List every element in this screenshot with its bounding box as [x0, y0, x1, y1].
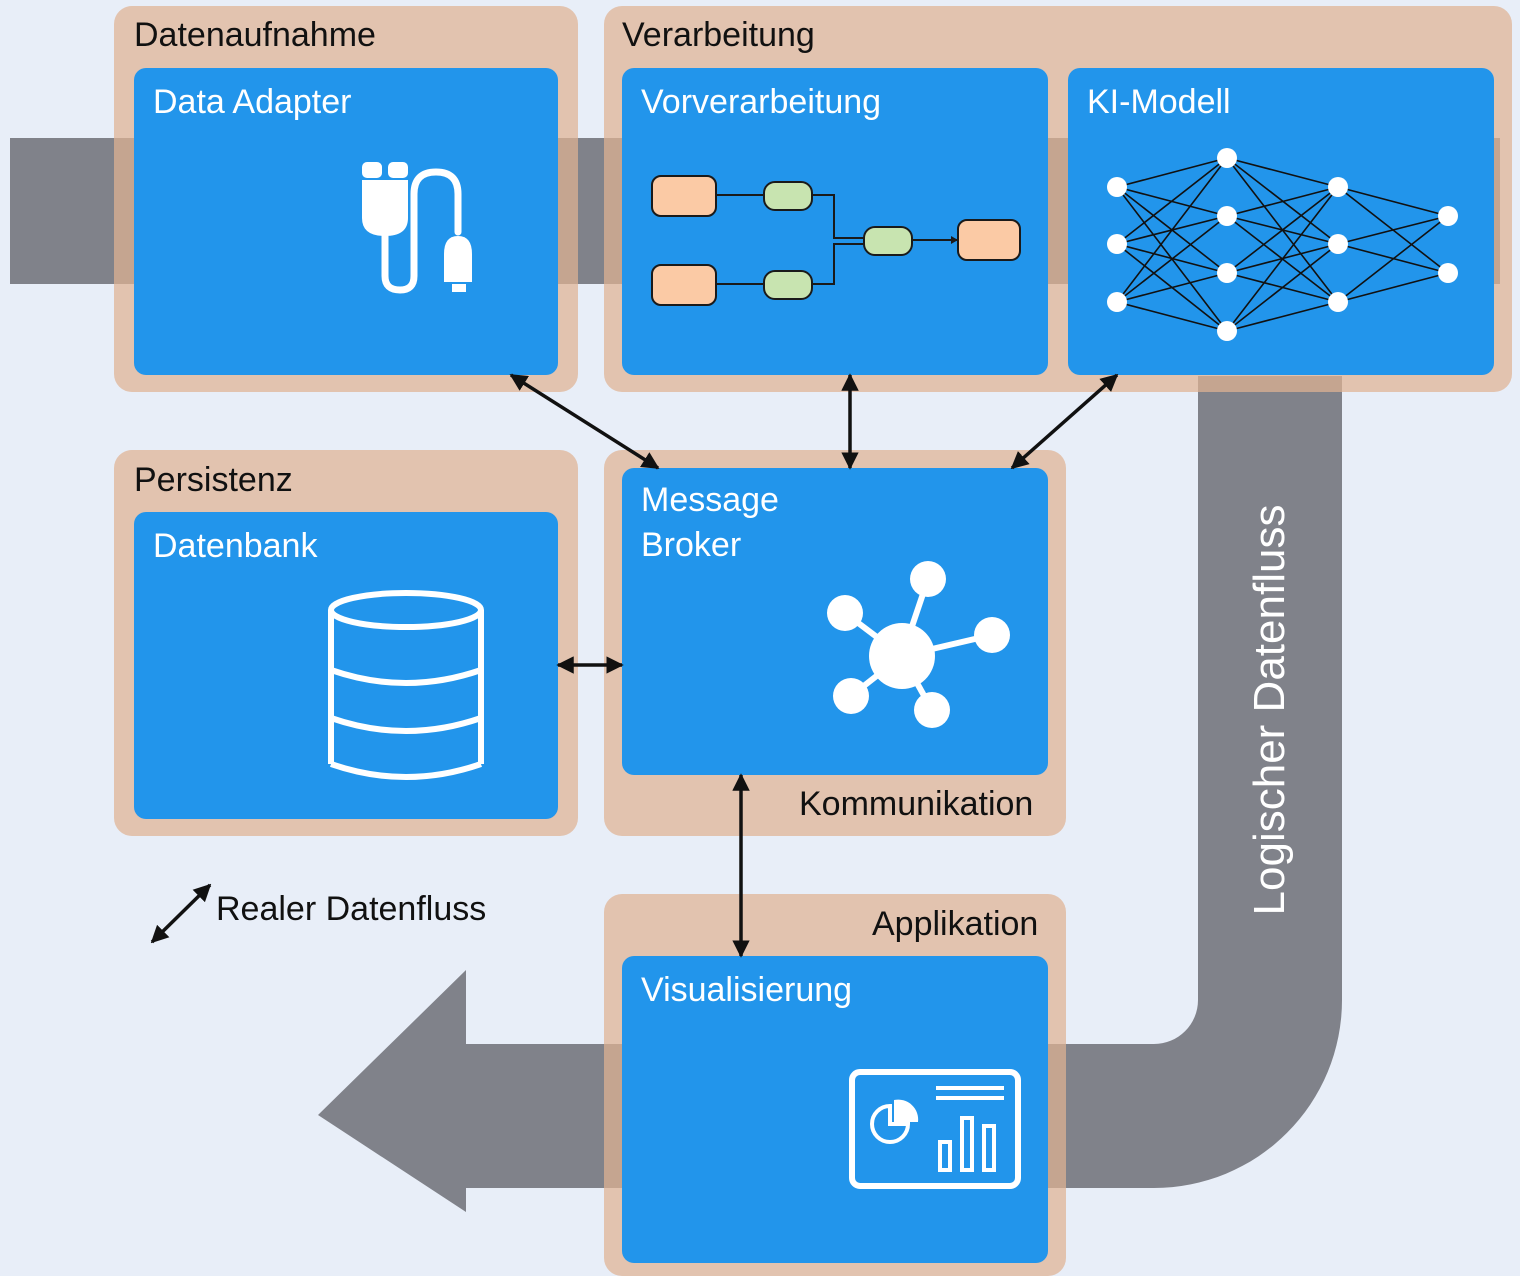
dashboard-icon — [849, 1069, 1021, 1189]
pipeline-icon — [651, 175, 1021, 306]
nn-node — [1107, 177, 1127, 197]
box-title-vorverarbeitung: Vorverarbeitung — [641, 83, 882, 121]
nn-edge — [1226, 243, 1339, 332]
nn-edge — [1116, 272, 1228, 303]
group-label-applikation: Applikation — [872, 905, 1039, 943]
nn-node — [1328, 292, 1348, 312]
nn-node — [1217, 148, 1237, 168]
box-title-ki-modell: KI-Modell — [1087, 83, 1231, 121]
nn-node — [1217, 263, 1237, 283]
nn-edge — [1226, 301, 1339, 332]
arrow-adapter-broker — [509, 373, 660, 470]
box-title-broker-line: Broker — [641, 526, 742, 564]
group-label-persistenz: Persistenz — [134, 461, 293, 499]
nn-edge — [1226, 186, 1339, 217]
nn-node — [1438, 263, 1458, 283]
nn-edge — [1116, 157, 1228, 303]
nn-node — [1217, 321, 1237, 341]
box-title-datenbank: Datenbank — [153, 527, 318, 565]
box-data-adapter: Data Adapter — [134, 68, 558, 375]
nn-edge — [1116, 215, 1228, 303]
group-label-verarbeitung: Verarbeitung — [622, 16, 815, 54]
box-visualisierung: Visualisierung — [622, 956, 1048, 1263]
nn-node — [1328, 177, 1348, 197]
double-arrow-icon — [150, 883, 212, 944]
hub-icon — [827, 561, 1010, 728]
group-label-kommunikation: Kommunikation — [799, 785, 1034, 823]
neural-network-icon — [1107, 148, 1458, 341]
database-icon — [328, 590, 484, 780]
box-title-data-adapter: Data Adapter — [153, 83, 352, 121]
nn-edge — [1337, 186, 1449, 217]
box-vorverarbeitung: Vorverarbeitung — [622, 68, 1048, 375]
nn-node — [1107, 234, 1127, 254]
nn-edge — [1116, 157, 1228, 188]
arrow-ki-broker — [1010, 373, 1119, 470]
box-ki-modell: KI-Modell — [1068, 68, 1494, 375]
plug-icon — [362, 162, 472, 294]
box-title-message-broker: Message Broker — [641, 478, 779, 568]
nn-edge — [1337, 272, 1449, 303]
box-message-broker: Message Broker — [622, 468, 1048, 775]
nn-node — [1217, 206, 1237, 226]
nn-edge — [1337, 215, 1449, 245]
nn-node — [1328, 234, 1348, 254]
nn-edge — [1116, 301, 1228, 332]
nn-edge — [1226, 186, 1339, 274]
legend-real-flow: Realer Datenfluss — [216, 890, 487, 928]
nn-edge — [1226, 157, 1339, 188]
logical-flow-label: Logischer Datenfluss — [1245, 504, 1294, 916]
nn-node — [1107, 292, 1127, 312]
nn-edge — [1226, 186, 1339, 332]
group-label-datenaufnahme: Datenaufnahme — [134, 16, 376, 54]
nn-node — [1438, 206, 1458, 226]
box-title-message-line: Message — [641, 481, 779, 519]
box-datenbank: Datenbank — [134, 512, 558, 819]
nn-edge — [1337, 215, 1449, 303]
nn-edge — [1116, 157, 1228, 245]
box-title-visualisierung: Visualisierung — [641, 971, 853, 1009]
